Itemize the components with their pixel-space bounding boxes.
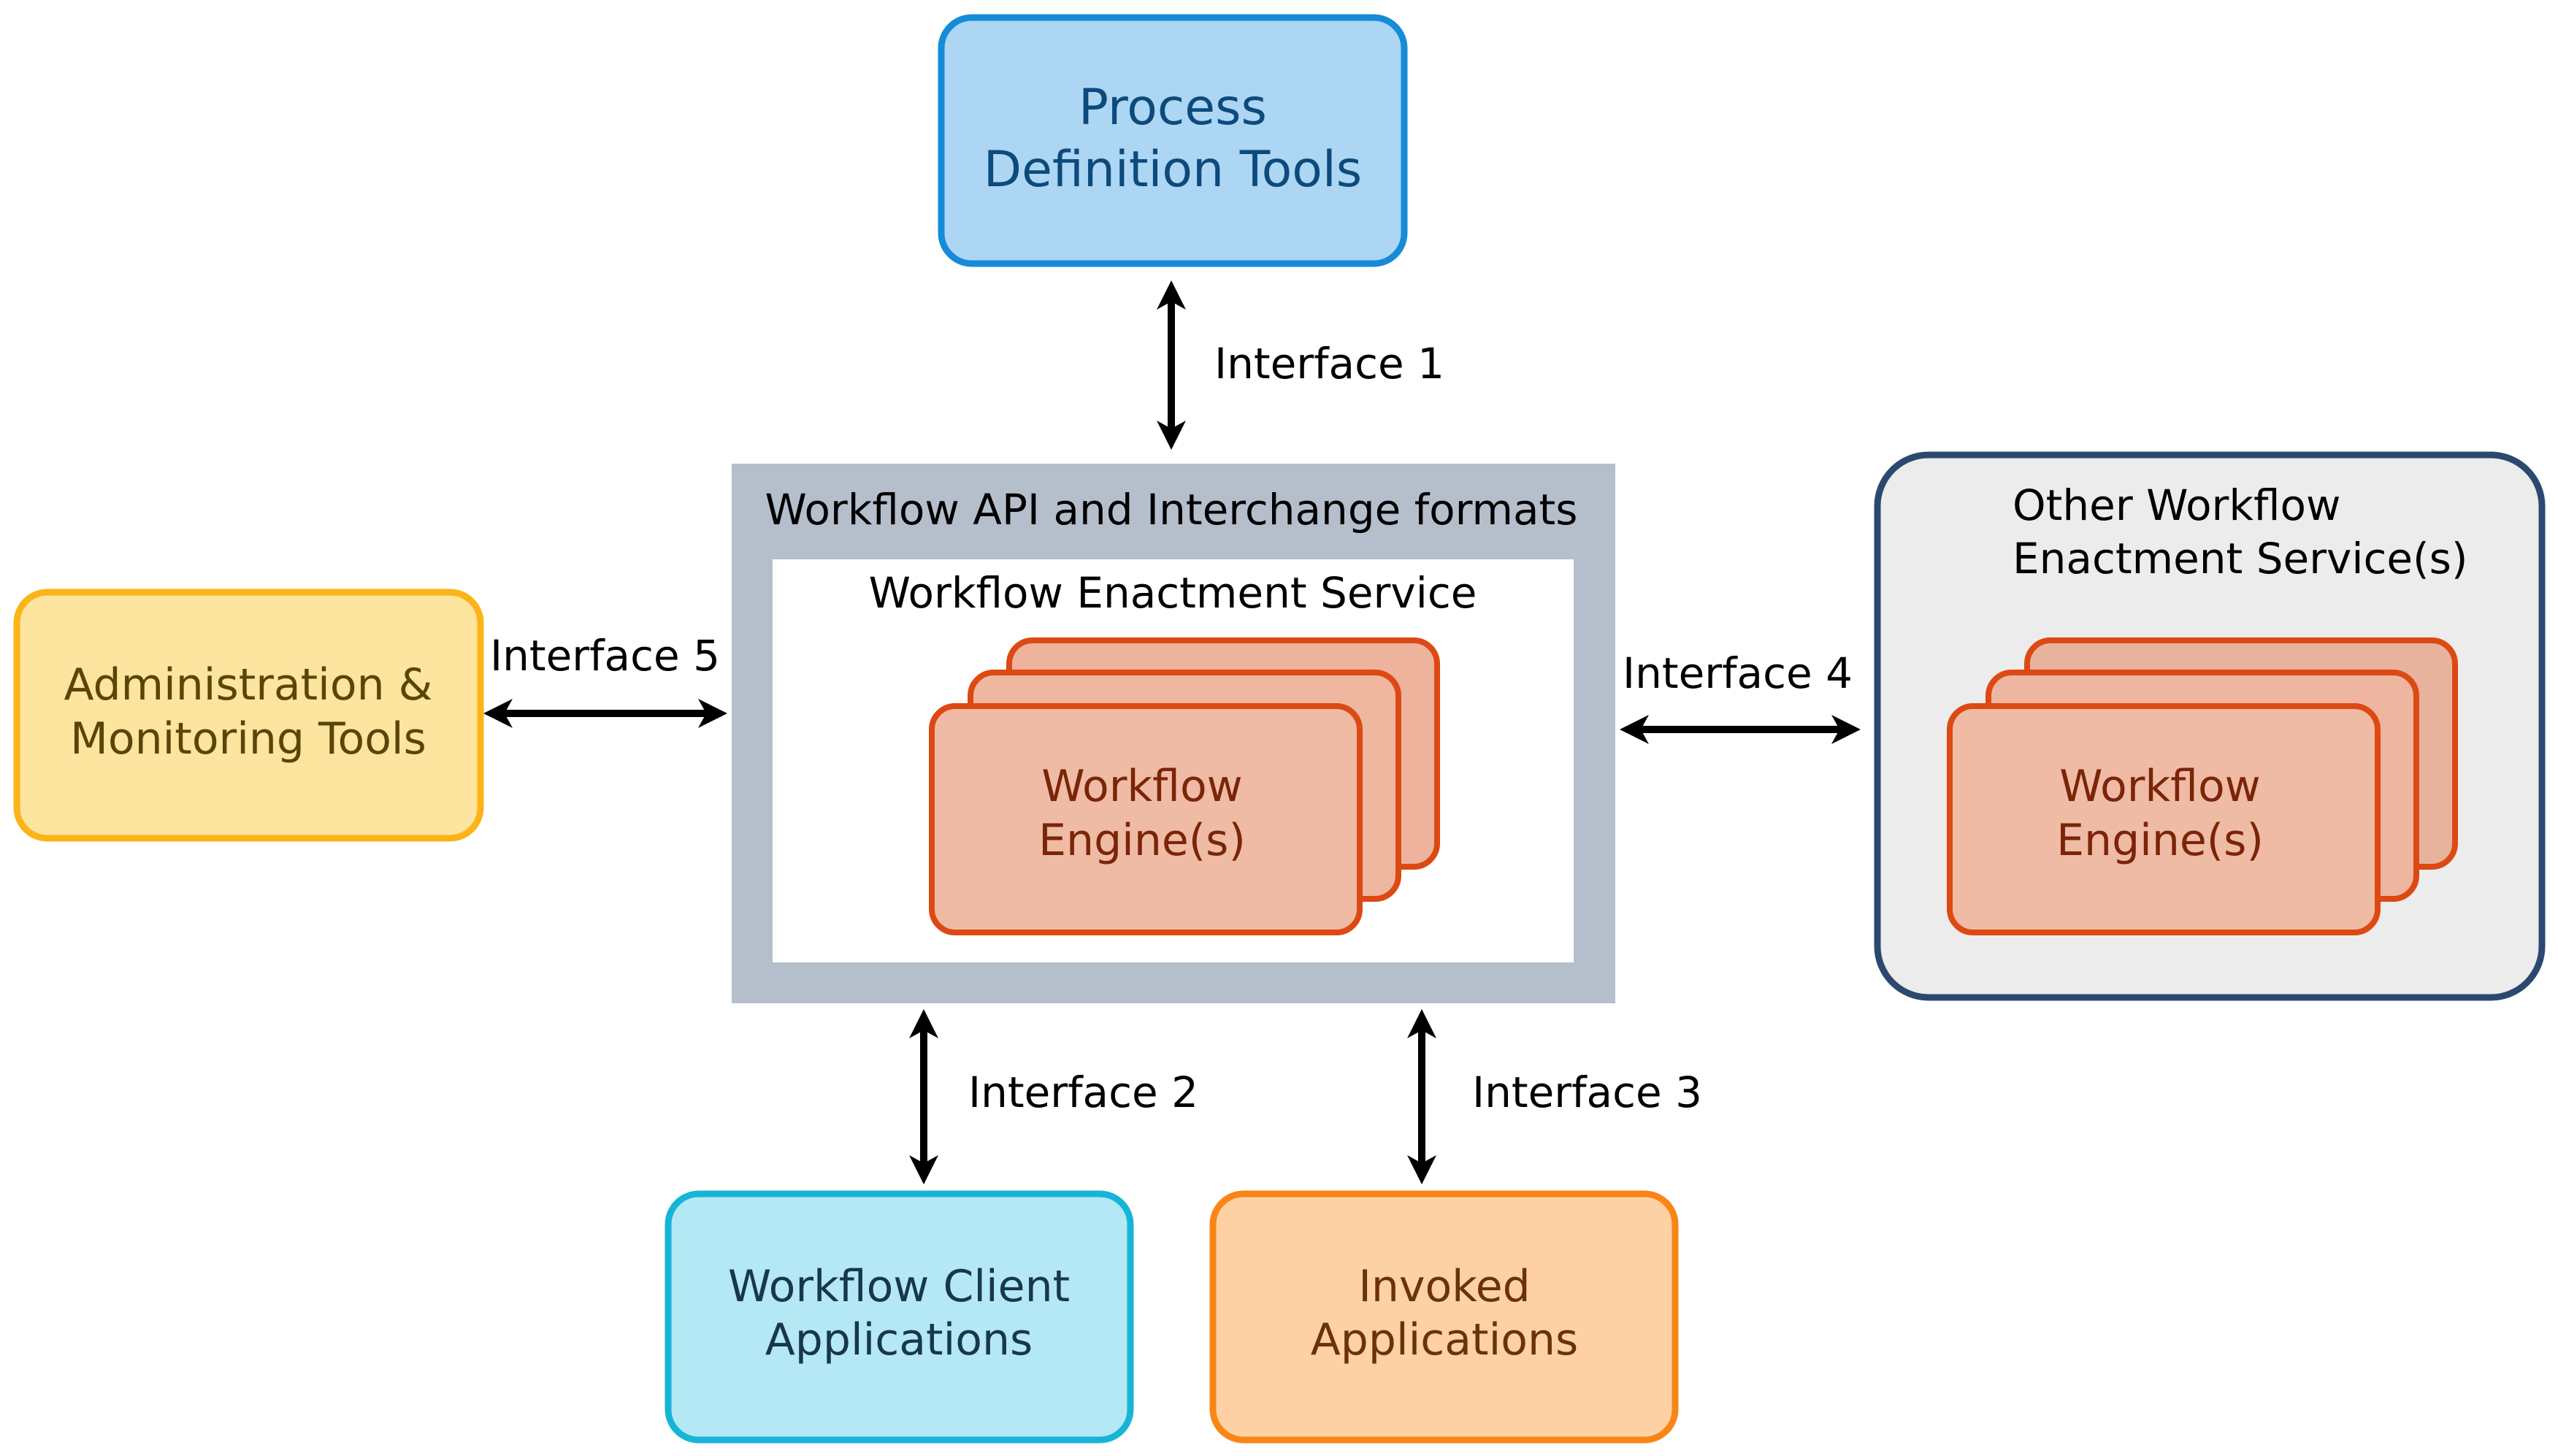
workflow-enactment-service-box: Workflow Enactment Service Workflow Engi… <box>773 559 1574 962</box>
process-tools-line2: Definition Tools <box>984 141 1362 199</box>
other-engine-stack: Workflow Engine(s) <box>1947 637 2458 935</box>
interface-labels: Interface 1 Interface 5 Interface 4 Inte… <box>490 339 1853 1117</box>
other-enactment-title-line2: Enactment Service(s) <box>2013 534 2468 583</box>
interface-4-label: Interface 4 <box>1623 648 1853 698</box>
client-apps-line1: Workflow Client <box>728 1261 1070 1312</box>
admin-tools-line2: Monitoring Tools <box>70 713 426 765</box>
workflow-api-title: Workflow API and Interchange formats <box>765 485 1578 534</box>
engine-label-line2: Engine(s) <box>1038 815 1246 866</box>
process-definition-tools-box: Process Definition Tools <box>938 14 1408 267</box>
interface-1-label: Interface 1 <box>1214 339 1444 388</box>
other-engine-label-line1: Workflow <box>2059 761 2261 812</box>
interface-arrows <box>483 280 1861 1185</box>
invoked-apps-line2: Applications <box>1311 1314 1579 1365</box>
admin-tools-line1: Administration & <box>64 659 433 710</box>
engine-label-line1: Workflow <box>1041 761 1243 812</box>
other-enactment-services-box: Other Workflow Enactment Service(s) Work… <box>1874 451 2546 1001</box>
interface-5-label: Interface 5 <box>490 631 720 681</box>
interface-3-label: Interface 3 <box>1472 1068 1702 1117</box>
client-apps-line2: Applications <box>765 1314 1033 1365</box>
other-enactment-title-line1: Other Workflow <box>2013 480 2340 530</box>
other-engine-label-line2: Engine(s) <box>2056 815 2264 866</box>
invoked-apps-line1: Invoked <box>1358 1261 1531 1312</box>
invoked-applications-box: Invoked Applications <box>1209 1190 1679 1444</box>
process-tools-line1: Process <box>1079 79 1267 137</box>
engine-card-front <box>929 703 1363 935</box>
workflow-engine-stack: Workflow Engine(s) <box>929 637 1440 935</box>
admin-monitoring-tools-box: Administration & Monitoring Tools <box>13 589 484 842</box>
other-engine-card-front <box>1947 703 2381 935</box>
workflow-client-applications-box: Workflow Client Applications <box>665 1190 1134 1444</box>
workflow-enactment-title: Workflow Enactment Service <box>869 568 1477 618</box>
interface-2-label: Interface 2 <box>968 1068 1198 1117</box>
